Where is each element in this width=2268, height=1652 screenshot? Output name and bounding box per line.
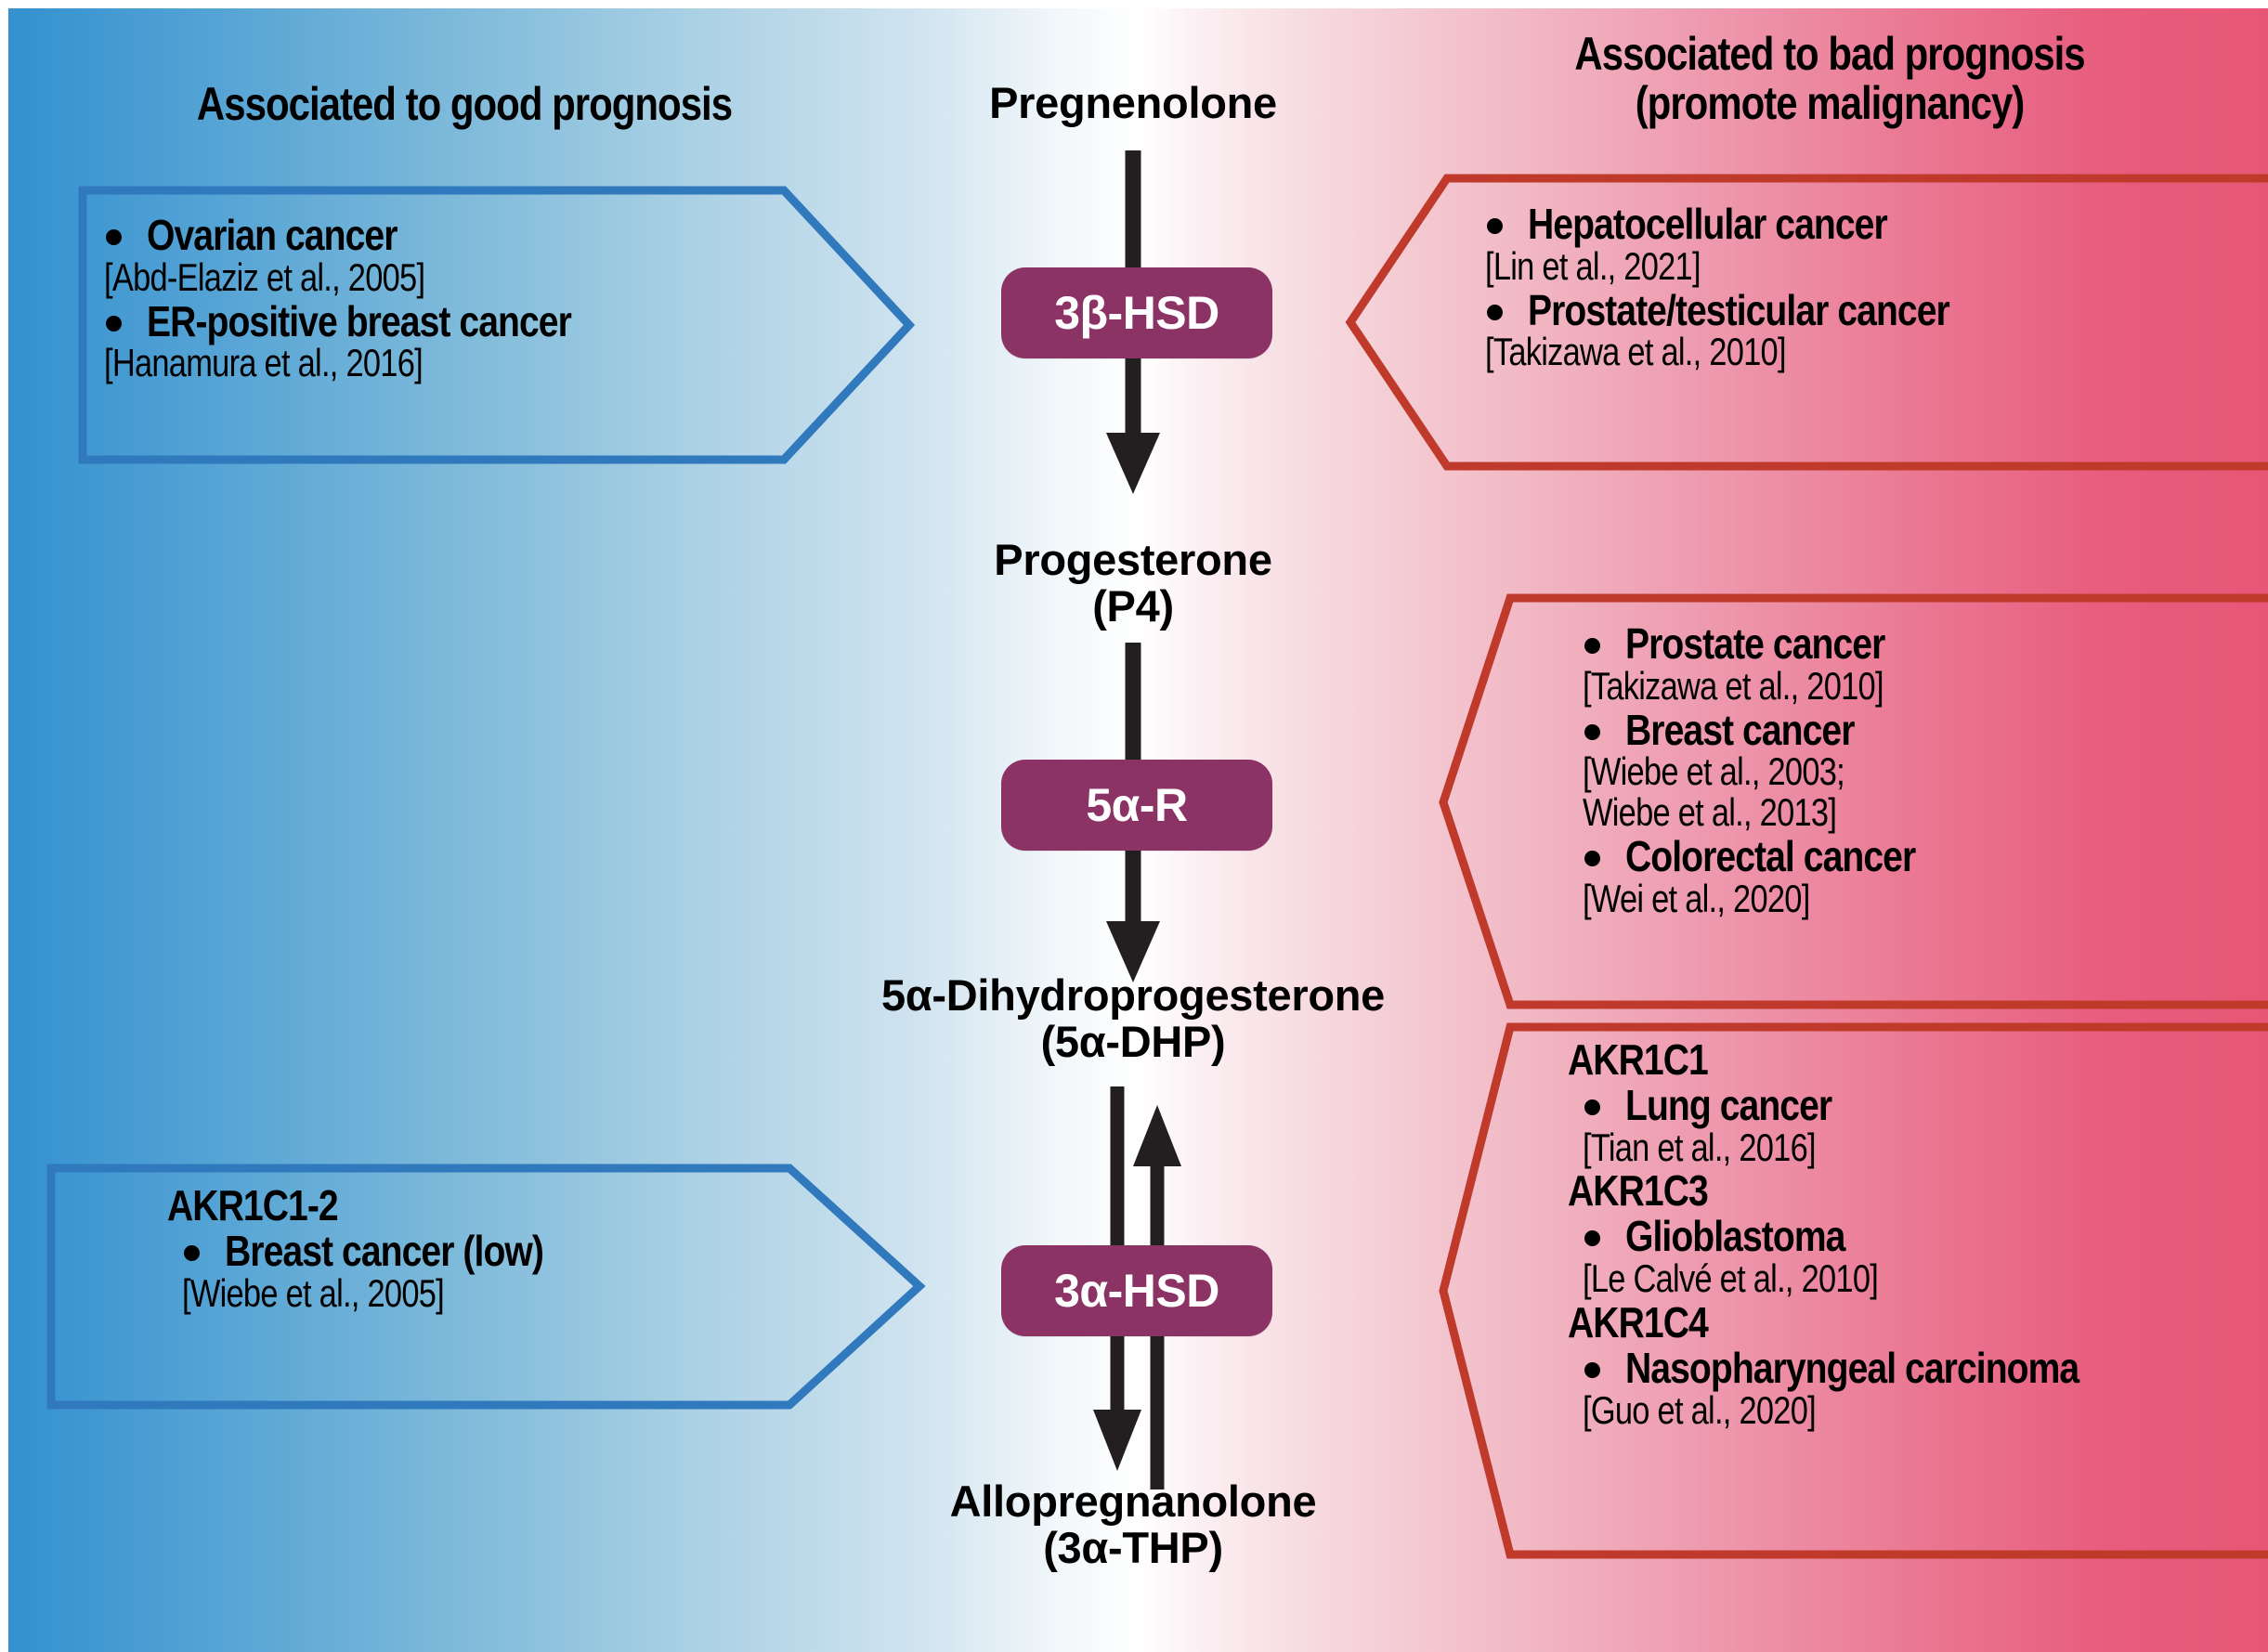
good-prognosis-callout-3beta-hsd[interactable]: Ovarian cancer [Abd-Elaziz et al., 2005]… <box>78 186 916 464</box>
list-item[interactable]: Ovarian cancer [Abd-Elaziz et al., 2005] <box>89 214 914 298</box>
list-item-term: Prostate/testicular cancer <box>1528 285 1950 334</box>
list-group-header-item: AKR1C4 <box>1568 1301 2268 1345</box>
chevron-left-callout <box>1345 174 2268 471</box>
list-item-citation: [Wei et al., 2020] <box>1583 876 1810 920</box>
list-item-term: Breast cancer <box>1625 705 1855 754</box>
bullet-dot-icon <box>184 1244 200 1261</box>
list-item-term: Hepatocellular cancer <box>1528 200 1888 248</box>
list-item-term: Glioblastoma <box>1625 1212 1845 1261</box>
list-item[interactable]: Hepatocellular cancer [Lin et al., 2021] <box>1470 202 2268 287</box>
bad-list-1: Hepatocellular cancer [Lin et al., 2021]… <box>1470 202 2268 372</box>
list-item-citation: [Hanamura et al., 2016] <box>104 341 424 385</box>
bullet-dot-icon <box>1584 723 1600 740</box>
bad-list-2: Prostate cancer [Takizawa et al., 2010] … <box>1568 622 2268 918</box>
good-list-2: AKR1C1-2 Breast cancer (low) [Wiebe et a… <box>167 1184 924 1313</box>
list-item-citation: [Abd-Elaziz et al., 2005] <box>104 254 425 299</box>
chevron-left-callout <box>1439 593 2268 1009</box>
list-item-citation: [Lin et al., 2021] <box>1485 243 1701 288</box>
list-item[interactable]: Glioblastoma [Le Calvé et al., 2010] <box>1568 1215 2268 1299</box>
bullet-dot-icon <box>1584 1230 1600 1247</box>
bad-prognosis-header: Associated to bad prognosis (promote mal… <box>1574 28 2085 129</box>
bullet-dot-icon <box>1584 1099 1600 1115</box>
list-item[interactable]: Nasopharyngeal carcinoma [Guo et al., 20… <box>1568 1346 2268 1431</box>
bullet-dot-icon <box>106 229 122 245</box>
list-item[interactable]: Lung cancer [Tian et al., 2016] <box>1568 1080 2268 1169</box>
list-item-term: Lung cancer <box>1625 1080 1832 1129</box>
chevron-right-callout <box>78 186 916 464</box>
list-item[interactable]: Breast cancer (low) [Wiebe et al., 2005] <box>167 1229 924 1314</box>
list-item[interactable]: ER-positive breast cancer [Hanamura et a… <box>89 296 914 385</box>
list-item-term: Breast cancer (low) <box>225 1226 544 1275</box>
list-item[interactable]: Prostate/testicular cancer [Takizawa et … <box>1470 285 2268 374</box>
list-group-header-item: AKR1C1-2 <box>167 1184 924 1228</box>
good-prognosis-header: Associated to good prognosis <box>196 78 733 130</box>
list-item[interactable]: Prostate cancer [Takizawa et al., 2010] <box>1568 622 2268 707</box>
bad-prognosis-callout-3alpha-hsd[interactable]: AKR1C1 Lung cancer [Tian et al., 2016] A… <box>1438 1021 2268 1560</box>
bad-list-3: AKR1C1 Lung cancer [Tian et al., 2016] A… <box>1568 1038 2268 1430</box>
chevron-left-callout <box>1439 1022 2268 1559</box>
bullet-dot-icon <box>1584 638 1600 654</box>
list-item-term: Nasopharyngeal carcinoma <box>1625 1343 2079 1392</box>
gene-group-label: AKR1C4 <box>1568 1297 1709 1346</box>
list-group-header-item: AKR1C1 <box>1568 1038 2268 1082</box>
gene-group-label: AKR1C1-2 <box>167 1181 339 1229</box>
good-list-1: Ovarian cancer [Abd-Elaziz et al., 2005]… <box>89 214 914 384</box>
list-item[interactable]: Colorectal cancer [Wei et al., 2020] <box>1568 831 2268 920</box>
bullet-dot-icon <box>1487 304 1503 320</box>
bullet-dot-icon <box>1487 218 1503 234</box>
list-item-term: ER-positive breast cancer <box>147 296 572 345</box>
list-item-term: Ovarian cancer <box>147 211 398 259</box>
bullet-dot-icon <box>106 315 122 332</box>
bullet-dot-icon <box>1584 1361 1600 1378</box>
list-item-citation: [Wiebe et al., 2003; Wiebe et al., 2013] <box>1583 749 1845 835</box>
chevron-right-callout <box>46 1164 926 1410</box>
list-item-citation: [Takizawa et al., 2010] <box>1583 663 1884 708</box>
list-item[interactable]: Breast cancer [Wiebe et al., 2003; Wiebe… <box>1568 705 2268 835</box>
bullet-dot-icon <box>1584 850 1600 866</box>
list-item-citation: [Takizawa et al., 2010] <box>1485 330 1787 374</box>
gene-group-label: AKR1C1 <box>1568 1035 1709 1084</box>
list-item-citation: [Tian et al., 2016] <box>1583 1125 1817 1169</box>
list-item-citation: [Guo et al., 2020] <box>1583 1387 1817 1432</box>
bad-prognosis-callout-5alpha-r[interactable]: Prostate cancer [Takizawa et al., 2010] … <box>1438 592 2268 1010</box>
bad-prognosis-callout-3beta-hsd[interactable]: Hepatocellular cancer [Lin et al., 2021]… <box>1345 173 2268 472</box>
list-item-term: Colorectal cancer <box>1625 831 1916 880</box>
list-group-header-item: AKR1C3 <box>1568 1169 2268 1213</box>
good-prognosis-callout-3alpha-hsd[interactable]: AKR1C1-2 Breast cancer (low) [Wiebe et a… <box>46 1164 926 1410</box>
list-item-term: Prostate cancer <box>1625 619 1885 668</box>
gene-group-label: AKR1C3 <box>1568 1166 1709 1216</box>
list-item-citation: [Le Calvé et al., 2010] <box>1583 1256 1879 1301</box>
list-item-citation: [Wiebe et al., 2005] <box>182 1270 445 1315</box>
